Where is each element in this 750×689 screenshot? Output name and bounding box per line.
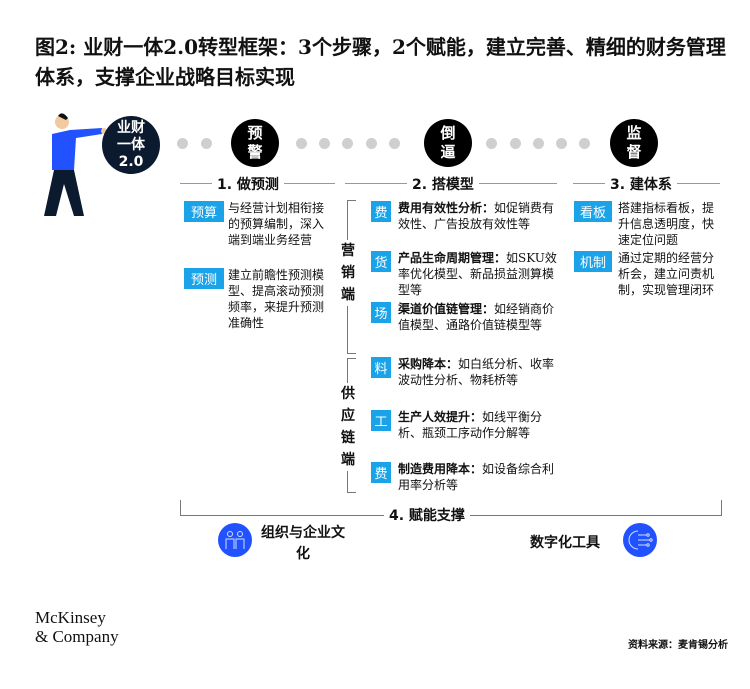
timeline-dot xyxy=(201,138,212,149)
step2-header: 2. 搭模型 xyxy=(407,174,479,194)
timeline-dot xyxy=(556,138,567,149)
step4-header: 4. 赋能支撑 xyxy=(384,505,470,525)
people-icon xyxy=(218,523,252,557)
item-title: 采购降本： xyxy=(398,357,459,371)
model-item: 生产人效提升：如线平衡分析、瓶颈工序动作分解等 xyxy=(398,409,558,441)
logo-line: McKinsey xyxy=(35,608,106,627)
step-circle-char: 倒 xyxy=(440,124,456,142)
forecast-text: 建立前瞻性预测模型、提高滚动预测频率，来提升预测准确性 xyxy=(228,268,325,330)
tag-dashboard: 看板 xyxy=(574,201,612,222)
model-item: 渠道价值链管理：如经销商价值模型、通路价值链模型等 xyxy=(398,301,558,333)
step-circle-force: 倒逼 xyxy=(424,119,472,167)
item-title: 产品生命周期管理： xyxy=(398,251,507,265)
logo-line: & Company xyxy=(35,627,119,646)
model-item: 制造费用降本：如设备综合利用率分析等 xyxy=(398,461,558,493)
tag-channel: 场 xyxy=(371,302,391,323)
item-desc: 如白纸分析、收率波动性分析、物耗桥等 xyxy=(398,357,555,387)
item-desc: 如设备综合利用率分析等 xyxy=(398,462,555,492)
timeline-dot xyxy=(319,138,330,149)
org-culture-label: 组织与企业文化 xyxy=(261,525,345,562)
tag-mechanism: 机制 xyxy=(574,251,612,272)
person-pushing-icon xyxy=(44,113,107,216)
tag-mfg-fee: 费 xyxy=(371,462,391,483)
source-note: 资料来源：麦肯锡分析 xyxy=(628,640,728,651)
item-title: 费用有效性分析： xyxy=(398,201,495,215)
timeline-dot xyxy=(342,138,353,149)
timeline-dot xyxy=(579,138,590,149)
item-title: 渠道价值链管理： xyxy=(398,302,495,316)
item-desc: 如线平衡分析、瓶颈工序动作分解等 xyxy=(398,410,543,440)
timeline-dot xyxy=(389,138,400,149)
item-title: 生产人效提升： xyxy=(398,410,483,424)
step-circle-char: 督 xyxy=(626,143,642,161)
budget-text: 与经营计划相衔接的预算编制，深入端到端业务经营 xyxy=(228,201,325,247)
digital-gear-icon xyxy=(623,523,657,557)
tag-fee: 费 xyxy=(371,201,391,222)
model-item: 费用有效性分析：如促销费有效性、广告投放有效性等 xyxy=(398,200,558,232)
tag-labor: 工 xyxy=(371,410,391,431)
figure-title: 图2: 业财一体2.0转型框架：3个步骤，2个赋能，建立完善、精细的财务管理体系… xyxy=(35,35,726,89)
dashboard-text: 搭建指标看板，提升信息透明度，快速定位问题 xyxy=(618,201,715,247)
timeline-dot xyxy=(296,138,307,149)
step-circle-char: 监 xyxy=(626,124,642,142)
timeline-dot xyxy=(486,138,497,149)
digital-tools-label: 数字化工具 xyxy=(530,535,600,551)
item-desc: 如SKU效率优化模型、新品损益测算模型等 xyxy=(398,251,557,297)
tag-forecast: 预测 xyxy=(184,268,224,289)
item-desc: 如经销商价值模型、通路价值链模型等 xyxy=(398,302,555,332)
mckinsey-logo: McKinsey & Company xyxy=(35,608,119,646)
group-supply-chain-label: 供应链端 xyxy=(340,383,356,471)
step3-header: 3. 建体系 xyxy=(605,174,677,194)
model-item: 产品生命周期管理：如SKU效率优化模型、新品损益测算模型等 xyxy=(398,250,558,298)
hub-line: 一体 xyxy=(117,136,145,153)
hub-line: 业财 xyxy=(117,119,145,136)
step-circle-char: 警 xyxy=(247,143,263,161)
step-circle-char: 逼 xyxy=(440,143,456,161)
tag-material: 料 xyxy=(371,357,391,378)
step-circle-warning: 预警 xyxy=(231,119,279,167)
item-title: 制造费用降本： xyxy=(398,462,483,476)
tag-budget: 预算 xyxy=(184,201,224,222)
model-item: 采购降本：如白纸分析、收率波动性分析、物耗桥等 xyxy=(398,356,558,388)
timeline-dot xyxy=(366,138,377,149)
mechanism-text: 通过定期的经营分析会，建立问责机制，实现管理闭环 xyxy=(618,251,715,297)
group-marketing-label: 营销端 xyxy=(340,240,356,306)
item-desc: 如促销费有效性、广告投放有效性等 xyxy=(398,201,555,231)
timeline-dot xyxy=(177,138,188,149)
step-circle-supervise: 监督 xyxy=(610,119,658,167)
step-circle-char: 预 xyxy=(247,124,263,142)
step1-header: 1. 做预测 xyxy=(212,174,284,194)
hub-line: 2.0 xyxy=(118,153,144,170)
tag-goods: 货 xyxy=(371,251,391,272)
timeline-dot xyxy=(533,138,544,149)
timeline-dot xyxy=(510,138,521,149)
hub-circle: 业财 一体 2.0 xyxy=(102,116,160,174)
